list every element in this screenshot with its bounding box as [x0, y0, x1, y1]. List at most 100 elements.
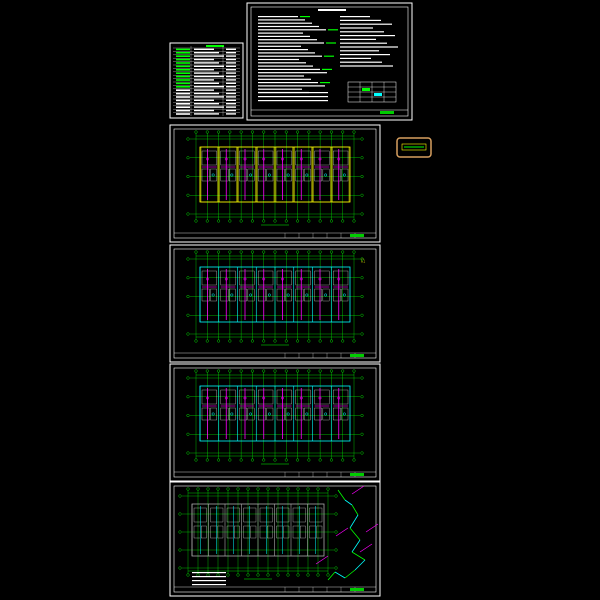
notes-line-right	[340, 35, 395, 37]
pipe-node	[281, 157, 284, 161]
axis-bubble	[186, 193, 190, 197]
pipe-node	[262, 277, 266, 281]
index-row-page	[226, 113, 236, 115]
axis-bubble	[228, 130, 232, 134]
index-row-title	[194, 103, 219, 105]
axis-bubble	[306, 487, 310, 491]
pipe-node	[224, 277, 228, 281]
axis-bubble	[186, 573, 190, 577]
axis-bubble	[186, 257, 190, 261]
sheet-border	[169, 481, 381, 597]
index-row-page	[226, 89, 236, 91]
room	[239, 389, 255, 405]
notes-line-accent	[300, 16, 310, 18]
axis-bubble	[186, 376, 190, 380]
title-block-stamp	[350, 354, 364, 357]
axis-bubble	[276, 573, 280, 577]
unit-highlight	[294, 146, 312, 203]
axis-bubble	[239, 130, 243, 134]
detail-pipe	[327, 571, 336, 581]
axis-bubble	[318, 250, 322, 254]
detail-branch	[335, 527, 349, 537]
axis-bubble	[239, 369, 243, 373]
axis-bubble	[217, 369, 221, 373]
index-row-page	[226, 92, 236, 95]
index-row-page	[226, 106, 236, 108]
room	[322, 407, 330, 421]
room	[267, 525, 273, 539]
axis-bubble	[273, 219, 277, 223]
room	[201, 150, 217, 166]
axis-bubble	[360, 257, 364, 261]
index-row-code	[176, 109, 190, 112]
room	[295, 168, 304, 182]
room	[266, 168, 274, 182]
notes-line-right	[340, 23, 392, 25]
axis-bubble	[246, 487, 250, 491]
index-row-page	[226, 69, 236, 71]
notes-line-left	[258, 42, 324, 44]
notes-line-left	[258, 29, 326, 31]
index-row-code	[176, 62, 190, 64]
room	[239, 288, 248, 302]
axis-bubble	[256, 487, 260, 491]
detail-pipe	[349, 527, 361, 541]
detail-pipe	[351, 504, 359, 516]
axis-bubble	[273, 458, 277, 462]
room	[220, 407, 229, 421]
notes-line-left	[258, 58, 299, 61]
axis-bubble	[205, 339, 209, 343]
notes-line-accent	[328, 29, 338, 31]
fixture	[230, 173, 234, 177]
pipe-node	[299, 157, 303, 161]
pipe-node	[224, 157, 228, 161]
room	[333, 389, 349, 405]
axis-bubble	[360, 432, 364, 436]
index-table-rows	[173, 45, 240, 116]
floor-plan-4	[169, 481, 381, 597]
room	[247, 407, 255, 421]
room	[276, 288, 285, 302]
fixture	[305, 293, 309, 297]
notes-legend-table	[347, 81, 397, 103]
index-row-code	[176, 72, 190, 74]
room	[314, 288, 323, 302]
room	[201, 270, 217, 286]
axis-bubble	[206, 573, 210, 577]
index-row-page	[226, 58, 236, 61]
fixture	[324, 173, 328, 177]
room	[314, 407, 323, 421]
axis-bubble	[228, 219, 232, 223]
axis-bubble	[186, 276, 190, 280]
room	[210, 168, 217, 182]
axis-bubble	[217, 219, 221, 223]
room	[285, 407, 292, 421]
axis-bubble	[284, 369, 288, 373]
axis-bubble	[178, 548, 182, 552]
room	[247, 288, 255, 302]
axis-bubble	[262, 250, 266, 254]
room	[295, 407, 304, 421]
axis-bubble	[286, 487, 290, 491]
fixture	[267, 173, 271, 177]
pipe-node	[262, 157, 266, 161]
detail-pipe	[344, 569, 356, 579]
axis-bubble	[205, 130, 209, 134]
floor-plan-3	[169, 363, 381, 482]
pipe-node	[206, 277, 209, 281]
room	[314, 389, 330, 405]
sheet-border	[169, 363, 381, 482]
axis-bubble	[296, 219, 300, 223]
index-row-page	[226, 79, 236, 81]
fixture	[211, 173, 215, 177]
axis-bubble	[273, 250, 277, 254]
sheet-inner-border	[173, 128, 377, 239]
fixture	[342, 293, 346, 297]
room	[201, 168, 210, 182]
design-notes-sheet	[246, 2, 413, 121]
room	[258, 150, 274, 166]
axis-bubble	[334, 566, 338, 570]
index-row-code	[176, 65, 190, 68]
notes-line-left	[258, 65, 313, 67]
notes-line-right	[340, 42, 387, 44]
